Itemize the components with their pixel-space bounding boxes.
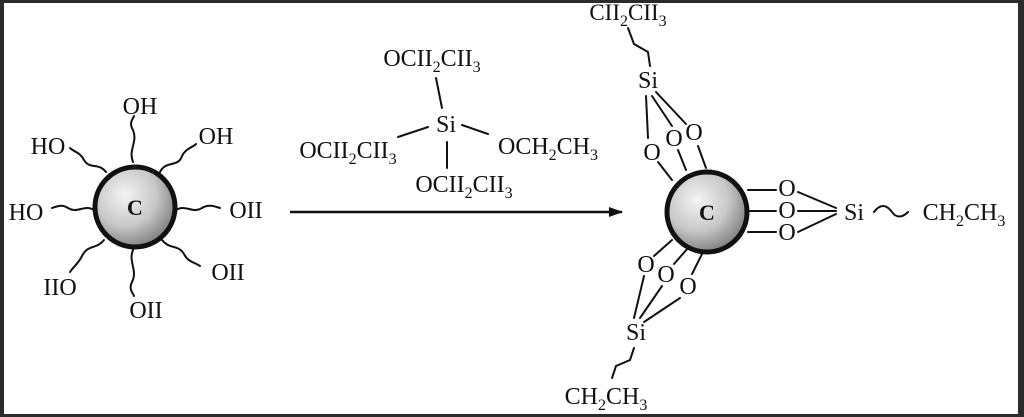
group-left: HO bbox=[9, 200, 44, 226]
silane-molecule: OCII2CII3 Si OCII2CII3 OCH2CH3 OCII2CII3 bbox=[299, 46, 598, 202]
top-o1: O bbox=[643, 140, 660, 166]
top-o2: O bbox=[665, 126, 682, 152]
bottom-chain-label: CH2CH3 bbox=[565, 384, 648, 414]
right-o1: O bbox=[778, 176, 795, 202]
bottom-o1-si bbox=[633, 275, 645, 319]
left-particle: C OH OH HO HO OII OII OII IIO bbox=[9, 94, 263, 324]
silane-bottom-group: OCII2CII3 bbox=[415, 172, 512, 202]
linker-left bbox=[51, 204, 95, 211]
group-bottom-left: IIO bbox=[43, 275, 76, 301]
bottom-si: Si bbox=[626, 320, 646, 346]
group-top-left: HO bbox=[31, 134, 66, 160]
left-core-label: C bbox=[127, 195, 143, 220]
top-o1-core bbox=[657, 161, 673, 181]
silane-left-group: OCII2CII3 bbox=[299, 138, 396, 168]
group-bottom-right: OII bbox=[211, 260, 244, 286]
bottom-chain-link bbox=[611, 347, 635, 379]
top-o3: O bbox=[685, 120, 702, 146]
linker-bottom-left bbox=[69, 239, 105, 273]
linker-right bbox=[175, 204, 221, 211]
right-carbon-core bbox=[664, 169, 750, 255]
right-particle: CII2CII3 Si O O O O O O Si CH2CH3 O O O bbox=[565, 0, 1006, 414]
right-core-label: C bbox=[699, 200, 715, 225]
bottom-o2: O bbox=[657, 262, 674, 288]
bottom-o3-si bbox=[643, 297, 681, 323]
right-chain-link bbox=[873, 205, 909, 218]
linker-bottom-right bbox=[161, 239, 201, 267]
bond-si-top bbox=[435, 77, 443, 109]
top-si: Si bbox=[638, 68, 658, 94]
top-si-o1 bbox=[645, 95, 649, 139]
silane-center: Si bbox=[436, 112, 456, 138]
right-o3-si bbox=[797, 213, 837, 233]
linker-top-left bbox=[69, 147, 107, 173]
group-top: OH bbox=[123, 94, 158, 120]
linker-bottom bbox=[129, 249, 135, 297]
bottom-core-o1 bbox=[653, 239, 673, 257]
bond-si-left bbox=[397, 126, 429, 138]
top-si-o2 bbox=[651, 95, 673, 127]
bottom-o2-si bbox=[639, 285, 663, 319]
top-si-o3 bbox=[655, 91, 687, 125]
right-o1-si bbox=[797, 191, 837, 209]
linker-top bbox=[130, 115, 136, 163]
right-o2: O bbox=[778, 198, 795, 224]
linker-top-right bbox=[159, 143, 197, 173]
right-o3: O bbox=[778, 220, 795, 246]
bottom-core-o2 bbox=[673, 247, 689, 265]
right-si: Si bbox=[844, 200, 864, 226]
group-bottom: OII bbox=[129, 298, 162, 324]
bottom-o1: O bbox=[637, 252, 654, 278]
group-top-right: OH bbox=[199, 124, 234, 150]
silane-right-group: OCH2CH3 bbox=[498, 134, 598, 164]
bottom-o3: O bbox=[679, 274, 696, 300]
top-o3-core bbox=[697, 145, 707, 169]
right-chain-label: CH2CH3 bbox=[923, 200, 1006, 230]
left-carbon-core bbox=[92, 164, 178, 250]
bond-si-right bbox=[461, 124, 489, 135]
group-right: OII bbox=[229, 198, 262, 224]
top-o2-core bbox=[677, 149, 687, 171]
top-chain-link bbox=[627, 27, 651, 67]
silane-top-group: OCII2CII3 bbox=[383, 46, 480, 76]
top-chain-label: CII2CII3 bbox=[589, 0, 666, 30]
